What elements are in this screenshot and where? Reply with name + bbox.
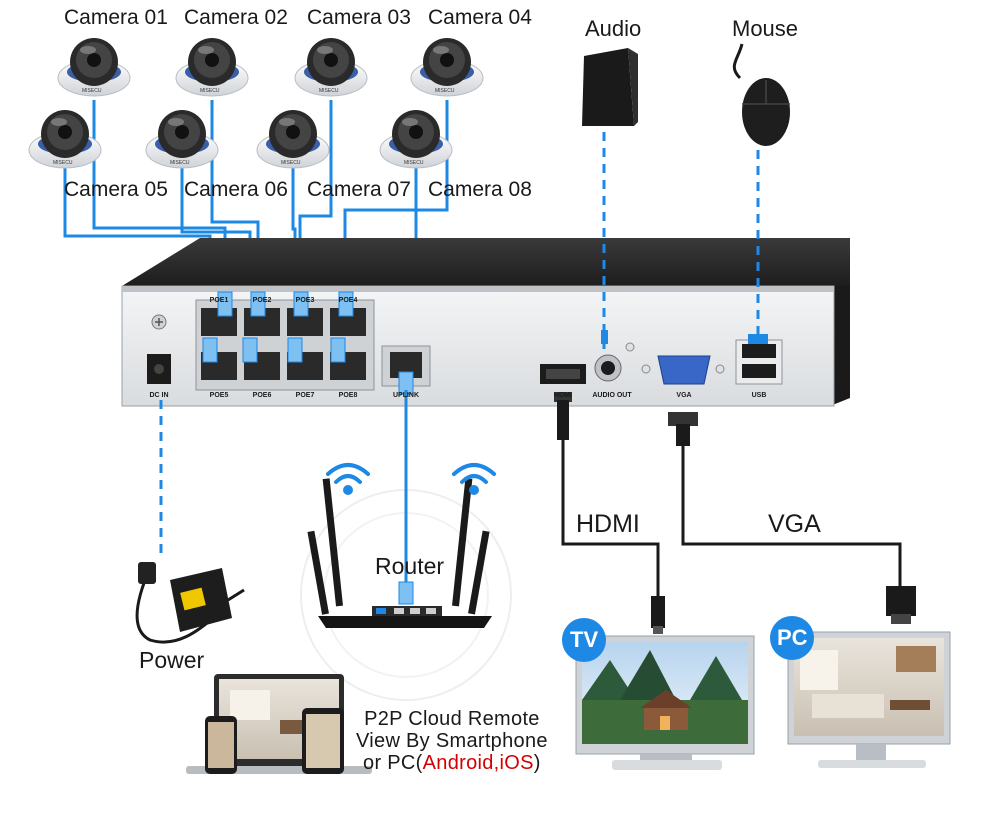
camera-label: Camera 06 [184,178,288,201]
camera-brand-text: MISECU [170,160,190,166]
dc-in-label: DC IN [149,392,169,399]
port-label: POE8 [338,392,358,399]
dashed-links [159,132,760,560]
audio-jack [601,330,608,344]
uplink-label: UPLINK [392,392,420,399]
tv-badge-icon [562,618,606,662]
port-label: POE7 [295,392,315,399]
camera-brand-text: MISECU [53,160,73,166]
p2p-line-1: P2P Cloud Remote [364,708,540,730]
camera-04: MISECU [410,38,484,97]
port-label: POE1 [209,297,229,304]
p2p-line-3-suffix: ) [533,752,541,774]
pc-badge-label: PC [777,625,808,650]
port-label: POE4 [338,297,358,304]
router-section [300,390,512,701]
vga-cable-label: VGA [768,510,821,538]
camera-brand-text: MISECU [281,160,301,166]
hdmi-port [540,364,586,384]
port-label: POE2 [252,297,272,304]
camera-brand-text: MISECU [82,88,102,94]
power-label: Power [139,647,205,673]
p2p-line-3-prefix: or PC( [363,752,423,774]
usb-label: USB [751,392,767,399]
camera-03: MISECU [294,38,368,97]
usb-plug [748,334,768,344]
audio-label: Audio [585,16,642,41]
camera-label: Camera 01 [64,6,168,29]
pc-monitor-icon [770,616,951,768]
vga-port [641,355,725,385]
wifi-icon-left [326,463,370,495]
wifi-icon-right [452,463,496,495]
hdmi-cable [554,392,665,634]
vga-port-label: VGA [676,392,692,399]
pc-badge-icon [770,616,814,660]
tv-badge-label: TV [570,627,599,652]
router-label: Router [375,553,445,579]
p2p-line-3: or PC(Android,iOS) [356,752,548,774]
port-label: POE3 [295,297,315,304]
uplink-port [381,345,431,395]
p2p-description: P2P Cloud Remote View By Smartphone or P… [356,708,548,774]
speaker-icon [582,48,638,126]
p2p-platforms: Android,iOS [422,752,534,774]
port-label: POE5 [209,392,229,399]
camera-05: MISECU [28,110,102,169]
mouse-icon [732,43,790,146]
hdmi-cable-label: HDMI [576,510,640,538]
camera-brand-text: MISECU [319,88,339,94]
tv-icon [562,618,755,770]
camera-label: Camera 05 [64,178,168,201]
mouse-label: Mouse [732,16,799,41]
camera-02: MISECU [175,38,249,97]
camera-01: MISECU [57,38,131,97]
camera-label: Camera 07 [307,178,411,201]
camera-brand-text: MISECU [404,160,424,166]
port-label: POE6 [252,392,272,399]
p2p-line-2: View By Smartphone [356,730,548,752]
audio-out-label: AUDIO OUT [592,392,632,399]
camera-brand-text: MISECU [200,88,220,94]
camera-label: Camera 04 [428,6,532,29]
router-icon [307,478,492,628]
camera-label: Camera 03 [307,6,411,29]
camera-07: MISECU [256,110,330,169]
power-adapter-icon [135,562,245,644]
vga-cable [668,412,916,624]
audio-out-port [594,342,635,382]
hdmi-port-label: HDMI [554,392,572,399]
usb-ports [735,339,783,385]
camera-brand-text: MISECU [435,88,455,94]
camera-label: Camera 08 [428,178,532,201]
rj45-plugs [202,291,354,363]
p2p-devices [186,674,372,774]
camera-08: MISECU [379,110,453,169]
camera-label: Camera 02 [184,6,288,29]
camera-06: MISECU [145,110,219,169]
